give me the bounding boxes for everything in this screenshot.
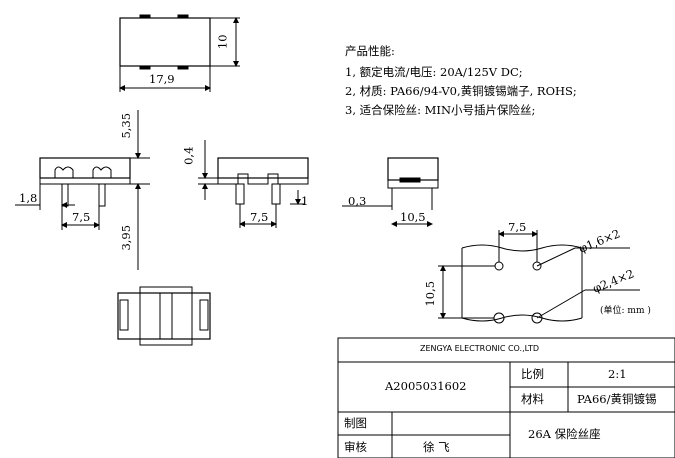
dim-side-offset: 0,3 — [348, 194, 367, 208]
top-view — [119, 14, 240, 92]
pcb-layout — [438, 230, 640, 324]
title-block-frame — [337, 337, 675, 458]
bottom-view — [117, 286, 211, 346]
dim-top-height: 10 — [215, 34, 230, 50]
scale-label: 比例 — [521, 367, 544, 381]
product-name: 26A 保险丝座 — [528, 427, 601, 441]
dim-step-height: 0,4 — [181, 146, 196, 165]
company-name: ZENGYA ELECTRONIC CO.,LTD — [420, 344, 540, 353]
drawn-label: 制图 — [344, 416, 367, 430]
spec-line-3: 3, 适合保险丝: MIN小号插片保险丝; — [345, 103, 536, 117]
spec-line-1: 1, 额定电流/电压: 20A/125V DC; — [345, 65, 523, 79]
scale-value: 2:1 — [608, 367, 627, 381]
dim-pcb-height: 10,5 — [423, 280, 438, 307]
material-label: 材料 — [521, 392, 544, 406]
side-view — [198, 140, 309, 228]
dim-pitch-left: 7,5 — [72, 210, 91, 224]
dim-top-width: 17,9 — [149, 72, 175, 86]
unit-note: (单位: mm ) — [600, 306, 651, 316]
review-value: 徐 飞 — [423, 440, 450, 454]
spec-heading: 产品性能: — [345, 44, 395, 58]
part-number: A2005031602 — [385, 379, 467, 393]
review-label: 审核 — [344, 440, 367, 454]
dim-pin-depth: 3,95 — [119, 224, 134, 251]
spec-line-2: 2, 材质: PA66/94-V0,黄铜镀锡端子, ROHS; — [345, 84, 577, 98]
dim-side-width: 10,5 — [400, 210, 426, 224]
dim-left-offset: 1,8 — [19, 191, 38, 205]
dim-pin-width: 1 — [301, 194, 309, 208]
dim-pcb-pitch: 7,5 — [508, 220, 527, 234]
front-view — [15, 110, 150, 270]
dim-pin-height: 5,35 — [119, 112, 134, 139]
dim-pitch-mid: 7,5 — [250, 210, 269, 224]
material-value: PA66/黄铜镀锡 — [577, 392, 657, 406]
end-view — [342, 157, 439, 227]
